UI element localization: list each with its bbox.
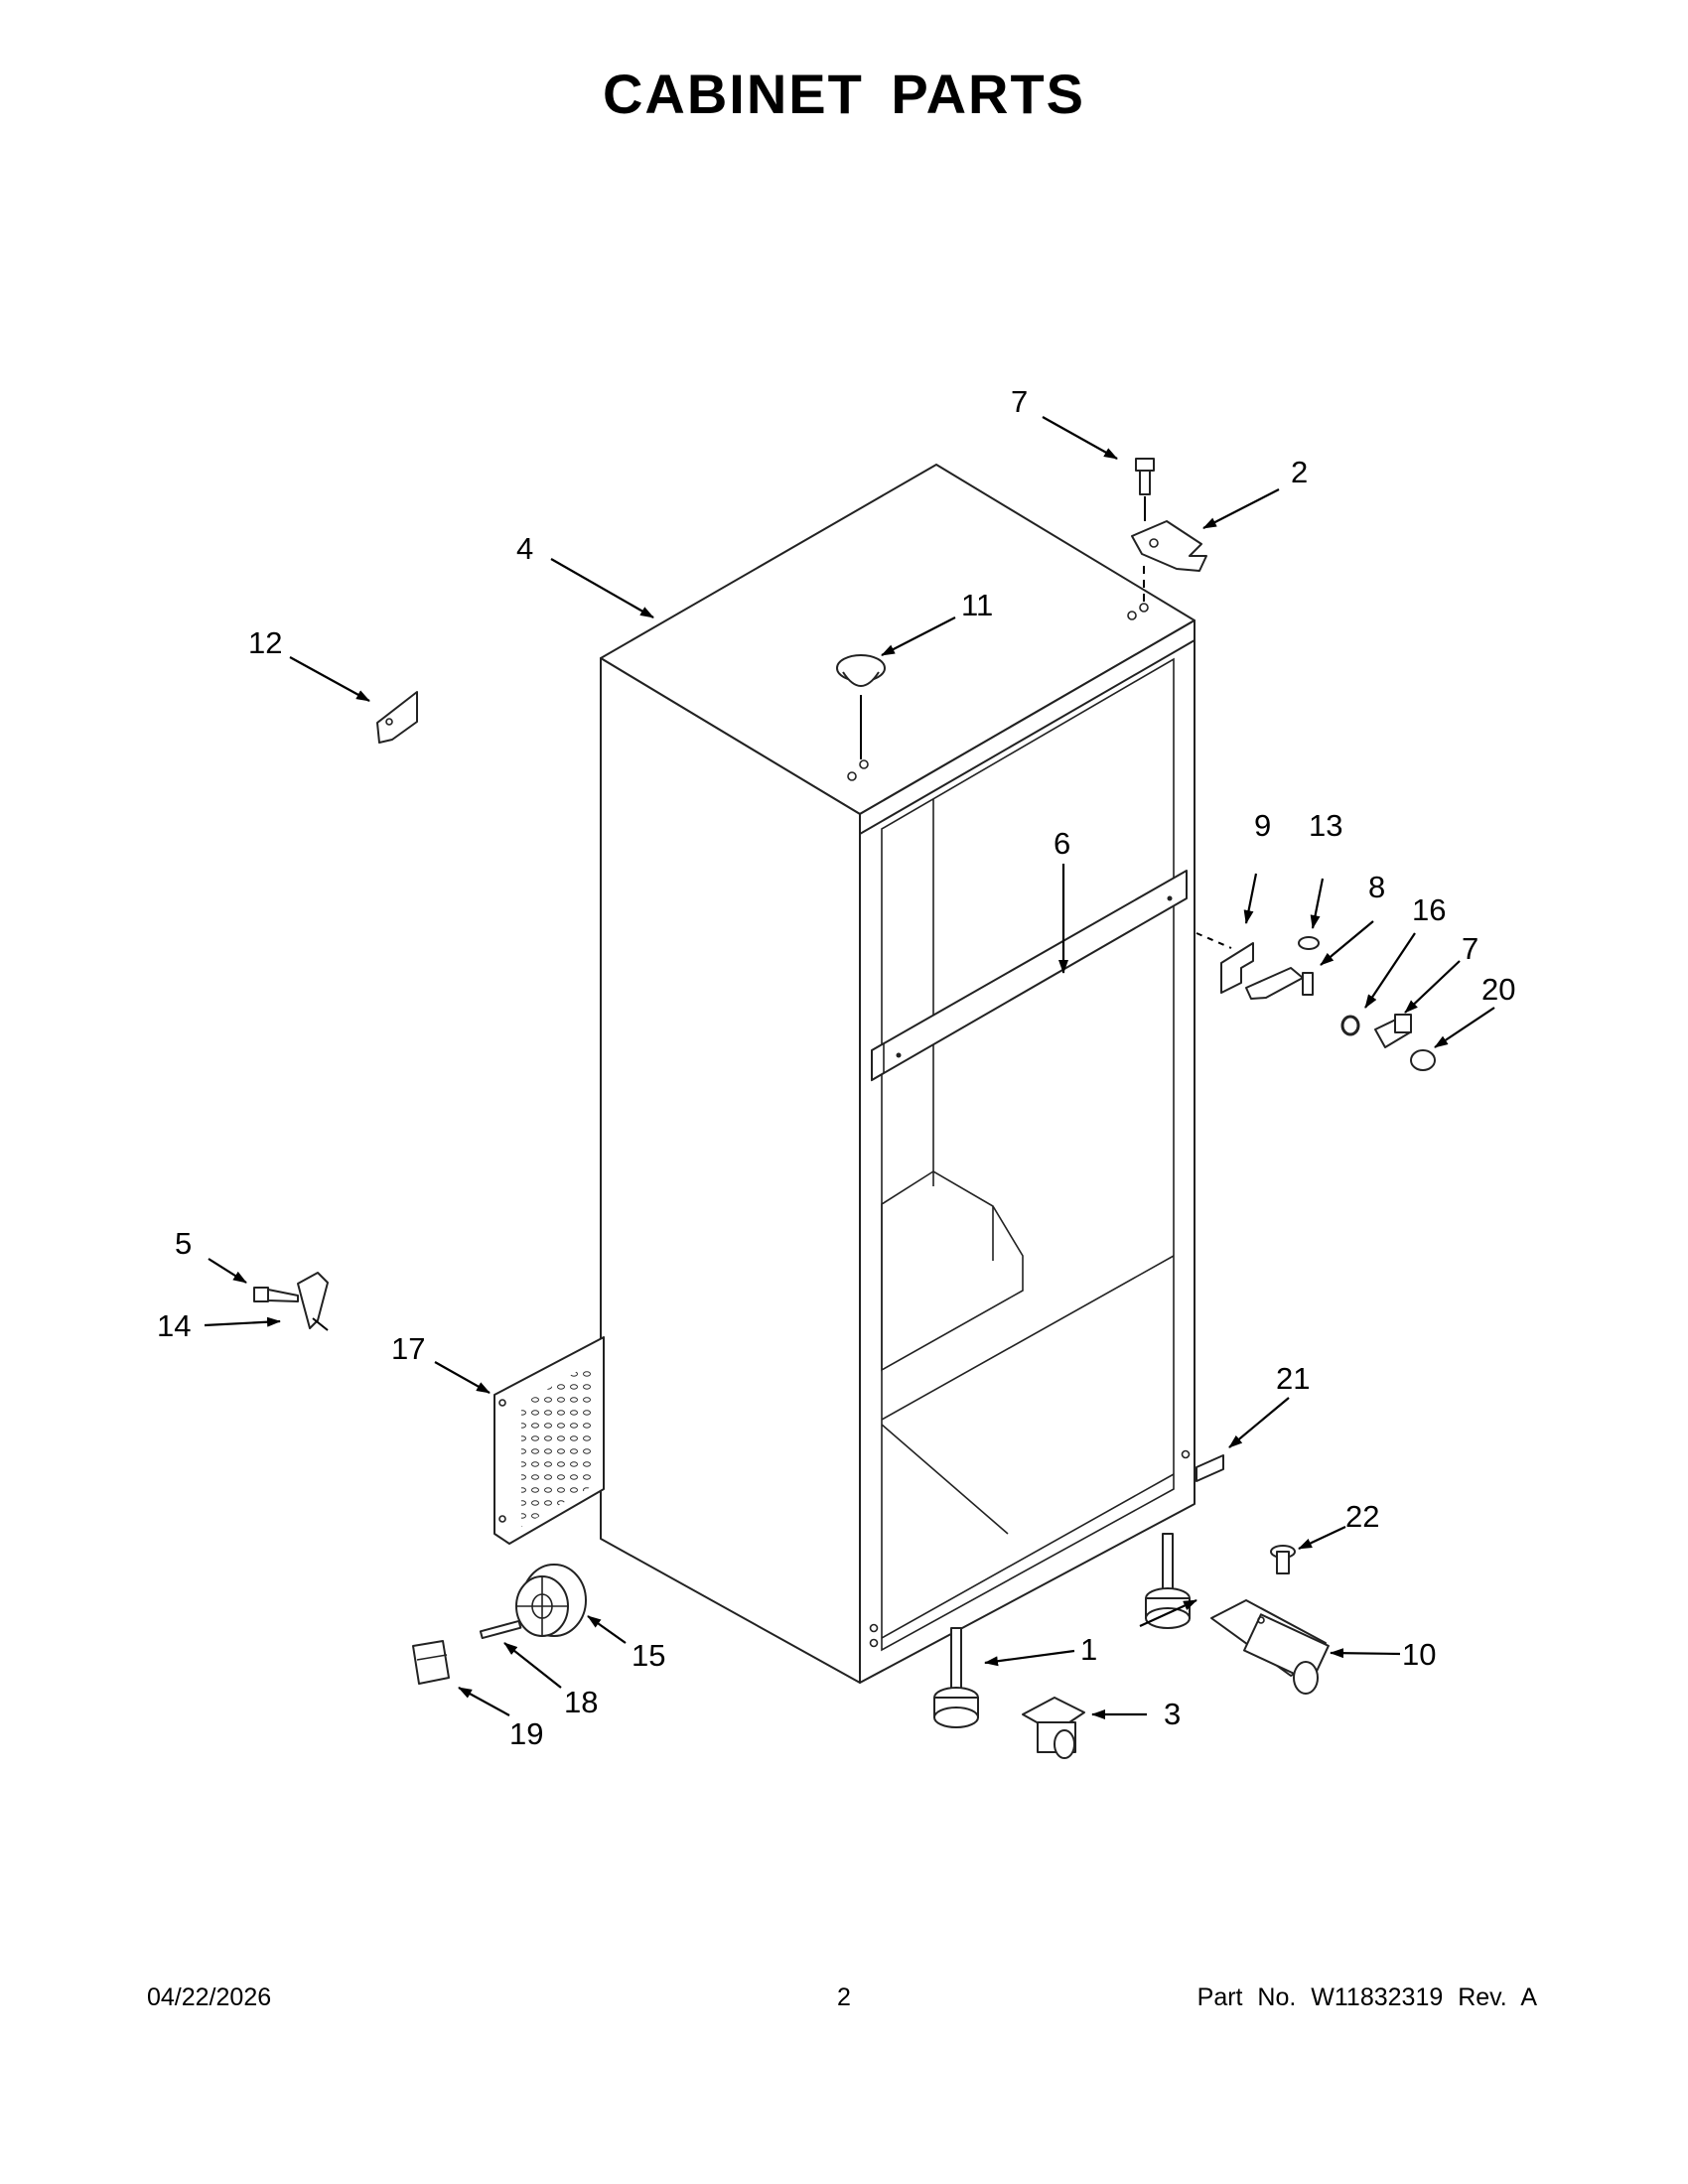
part-3-caster <box>1022 1697 1085 1759</box>
part-11-plug <box>836 654 886 759</box>
callout-7-top: 7 <box>1011 384 1028 419</box>
callout-1: 1 <box>1080 1632 1097 1667</box>
callout-9: 9 <box>1254 808 1271 843</box>
part-2-top-hinge <box>1131 520 1207 604</box>
center-hinge-assembly <box>1196 932 1436 1071</box>
callout-20: 20 <box>1481 972 1515 1007</box>
cabinet <box>600 464 1196 1684</box>
callout-17: 17 <box>391 1331 425 1366</box>
part-22-screw <box>1270 1545 1296 1574</box>
callout-8: 8 <box>1368 870 1385 904</box>
part-18-axle <box>479 1619 522 1640</box>
part-10-caster <box>1210 1599 1330 1695</box>
part-21-plate <box>1196 1454 1224 1482</box>
callout-11: 11 <box>961 588 993 622</box>
callout-22: 22 <box>1345 1499 1379 1534</box>
callout-14: 14 <box>157 1308 191 1343</box>
callout-arrows <box>204 416 1495 1719</box>
part-7-screw-top <box>1135 458 1155 521</box>
callout-16: 16 <box>1412 892 1446 927</box>
callout-13: 13 <box>1309 808 1342 843</box>
callout-19: 19 <box>509 1716 543 1751</box>
part-12-bracket <box>376 691 418 744</box>
part-14-clip <box>297 1272 329 1331</box>
callout-15: 15 <box>632 1638 665 1673</box>
part-1-leg-right <box>1145 1533 1191 1629</box>
part-19-cap <box>412 1640 450 1685</box>
callout-3: 3 <box>1164 1697 1181 1731</box>
callout-12: 12 <box>248 625 282 660</box>
part-1-leg-left <box>933 1627 979 1728</box>
footer-page-number: 2 <box>837 1983 851 2011</box>
footer-part-number: Part No. W11832319 Rev. A <box>1196 1983 1537 2011</box>
footer-date: 04/22/2026 <box>147 1983 272 2011</box>
callout-18: 18 <box>564 1685 598 1719</box>
callout-2: 2 <box>1291 455 1308 489</box>
callout-6: 6 <box>1054 826 1070 861</box>
part-5-screw <box>253 1287 299 1302</box>
callout-4: 4 <box>516 531 533 566</box>
part-17-grille <box>493 1336 605 1545</box>
callout-21: 21 <box>1276 1361 1310 1396</box>
part-15-wheel <box>515 1564 587 1637</box>
callout-5: 5 <box>175 1226 192 1261</box>
callout-7-right: 7 <box>1462 931 1478 966</box>
callout-labels: 7 2 4 11 12 6 9 13 8 16 7 20 5 14 17 21 … <box>157 384 1515 1751</box>
page-title: CABINET PARTS <box>602 63 1086 125</box>
callout-10: 10 <box>1402 1637 1436 1672</box>
